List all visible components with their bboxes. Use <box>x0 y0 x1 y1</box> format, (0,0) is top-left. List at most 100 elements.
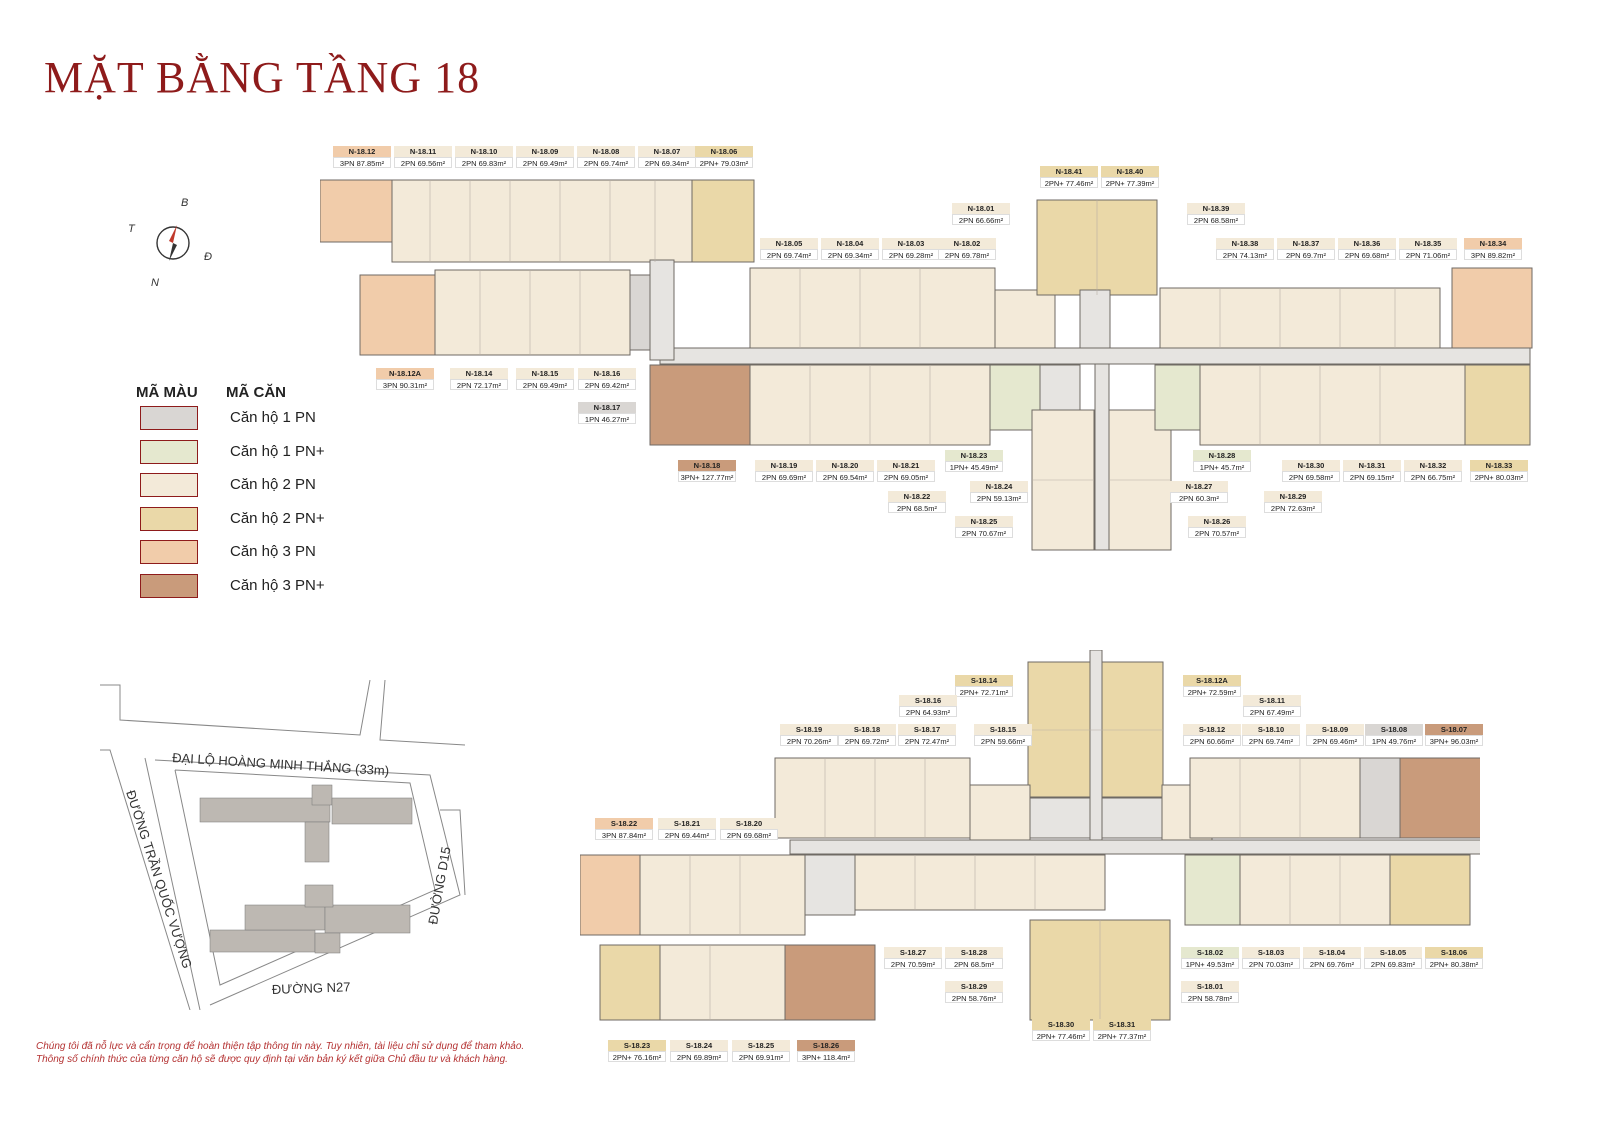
unit-info: 2PN 69.44m² <box>658 829 716 840</box>
unit-code: N-18.12A <box>376 368 434 379</box>
unit-info: 3PN+ 127.77m² <box>678 471 736 482</box>
unit-code: N-18.02 <box>938 238 996 249</box>
unit-info: 2PN 59.13m² <box>970 492 1028 503</box>
unit-code: S-18.25 <box>732 1040 790 1051</box>
unit-info: 2PN 69.49m² <box>516 157 574 168</box>
legend-row: Căn hộ 3 PN <box>140 540 470 566</box>
page-title: MẶT BẰNG TẦNG 18 <box>44 53 481 102</box>
unit-info: 2PN+ 72.71m² <box>955 686 1013 697</box>
unit-code: S-18.04 <box>1303 947 1361 958</box>
unit-code: S-18.14 <box>955 675 1013 686</box>
disclaimer-line-2: Thông số chính thức của từng căn hộ sẽ đ… <box>36 1054 508 1065</box>
unit-info: 3PN 90.31m² <box>376 379 434 390</box>
unit-info: 2PN+ 76.16m² <box>608 1051 666 1062</box>
unit-info: 2PN 69.74m² <box>760 249 818 260</box>
unit-code: N-18.38 <box>1216 238 1274 249</box>
unit-code: N-18.39 <box>1187 203 1245 214</box>
unit-info: 2PN 70.03m² <box>1242 958 1300 969</box>
unit-info: 1PN+ 49.53m² <box>1181 958 1239 969</box>
unit-code: S-18.05 <box>1364 947 1422 958</box>
unit-code: N-18.10 <box>455 146 513 157</box>
unit-code: N-18.14 <box>450 368 508 379</box>
unit-code: N-18.07 <box>638 146 696 157</box>
unit-code: N-18.31 <box>1343 460 1401 471</box>
unit-info: 2PN 69.46m² <box>1306 735 1364 746</box>
legend-label: Căn hộ 2 PN <box>230 476 316 493</box>
unit-info: 2PN 70.57m² <box>1188 527 1246 538</box>
unit-code: S-18.22 <box>595 818 653 829</box>
unit-info: 2PN 67.49m² <box>1243 706 1301 717</box>
unit-info: 1PN+ 45.49m² <box>945 461 1003 472</box>
unit-info: 2PN 68.58m² <box>1187 214 1245 225</box>
unit-info: 2PN 64.93m² <box>899 706 957 717</box>
unit-info: 2PN 72.47m² <box>898 735 956 746</box>
unit-code: S-18.02 <box>1181 947 1239 958</box>
unit-code: N-18.20 <box>816 460 874 471</box>
compass-t: T <box>128 223 136 235</box>
unit-code: N-18.22 <box>888 491 946 502</box>
unit-info: 2PN 60.3m² <box>1170 492 1228 503</box>
unit-info: 2PN 68.5m² <box>945 958 1003 969</box>
unit-info: 2PN 69.78m² <box>938 249 996 260</box>
unit-code: S-18.10 <box>1242 724 1300 735</box>
unit-code: S-18.31 <box>1093 1019 1151 1030</box>
unit-info: 2PN 69.68m² <box>1338 249 1396 260</box>
legend-label: Căn hộ 3 PN+ <box>230 577 325 594</box>
unit-code: S-18.28 <box>945 947 1003 958</box>
unit-info: 2PN 69.49m² <box>516 379 574 390</box>
unit-code: N-18.18 <box>678 460 736 471</box>
unit-info: 2PN 66.66m² <box>952 214 1010 225</box>
unit-info: 2PN 69.56m² <box>394 157 452 168</box>
disclaimer: Chúng tôi đã nỗ lực và cẩn trọng để hoàn… <box>36 1040 596 1066</box>
unit-code: S-18.17 <box>898 724 956 735</box>
unit-code: N-18.15 <box>516 368 574 379</box>
unit-info: 2PN 69.91m² <box>732 1051 790 1062</box>
unit-info: 2PN 69.83m² <box>455 157 513 168</box>
unit-code: S-18.19 <box>780 724 838 735</box>
unit-code: N-18.17 <box>578 402 636 413</box>
unit-info: 2PN 69.83m² <box>1364 958 1422 969</box>
unit-code: S-18.12 <box>1183 724 1241 735</box>
unit-info: 2PN 70.59m² <box>884 958 942 969</box>
unit-code: S-18.18 <box>838 724 896 735</box>
unit-info: 1PN 49.76m² <box>1365 735 1423 746</box>
unit-code: N-18.32 <box>1404 460 1462 471</box>
unit-code: N-18.37 <box>1277 238 1335 249</box>
south-building-plan <box>580 650 1480 1021</box>
compass-d: Đ <box>204 251 212 263</box>
legend-swatch <box>140 574 198 598</box>
unit-code: S-18.15 <box>974 724 1032 735</box>
site-road-top: ĐẠI LỘ HOÀNG MINH THẮNG (33m) <box>172 750 390 778</box>
legend-row: Căn hộ 3 PN+ <box>140 574 470 600</box>
legend-row: Căn hộ 1 PN+ <box>140 440 470 466</box>
unit-info: 3PN+ 118.4m² <box>797 1051 855 1062</box>
unit-code: S-18.30 <box>1032 1019 1090 1030</box>
unit-code: N-18.08 <box>577 146 635 157</box>
unit-info: 2PN 71.06m² <box>1399 249 1457 260</box>
unit-info: 2PN 58.78m² <box>1181 992 1239 1003</box>
compass-b: B <box>181 198 188 209</box>
